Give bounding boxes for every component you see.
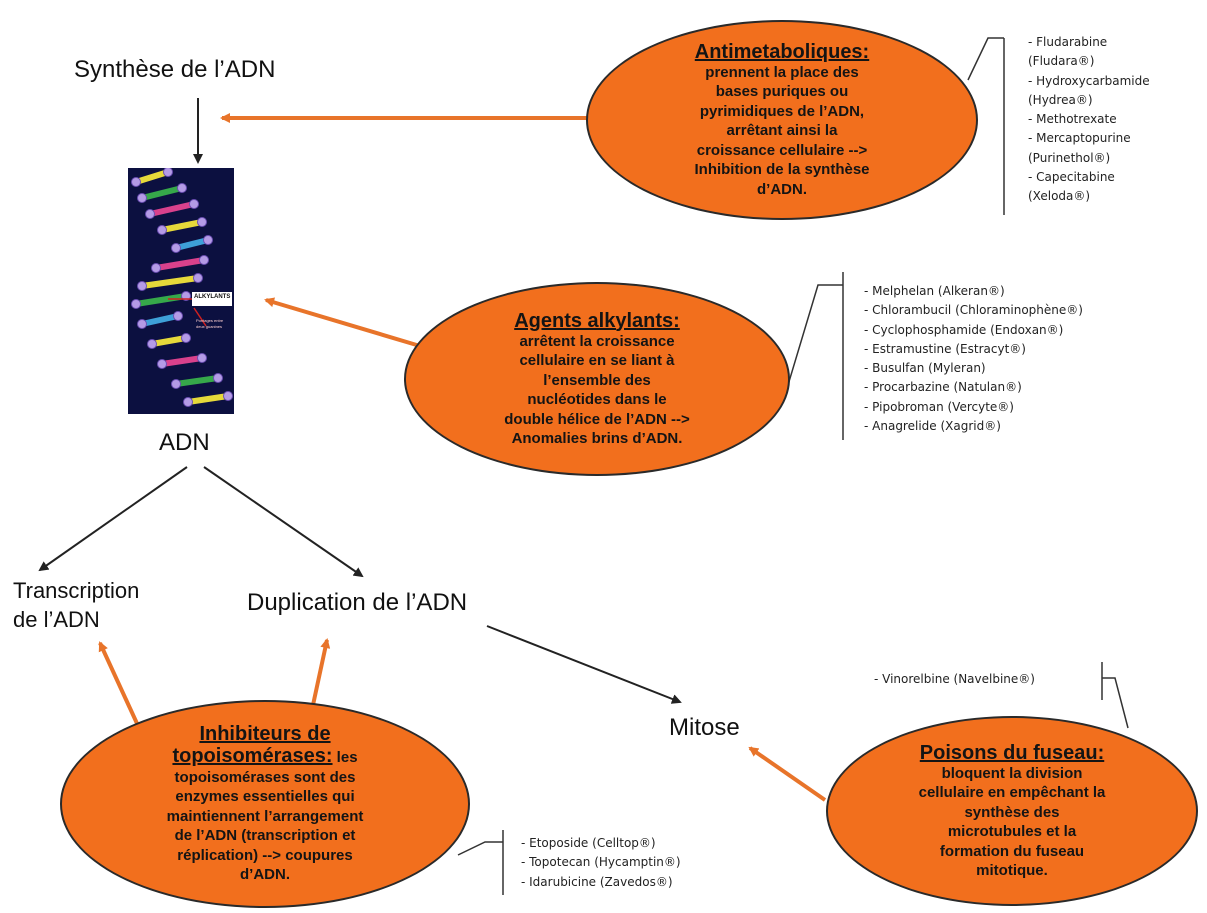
arrow-topo-to-duplication — [311, 638, 331, 706]
topoisomerases-line: de l’ADN (transcription et — [174, 827, 356, 845]
drug-item: - Chlorambucil (Chloraminophène®) — [864, 303, 1083, 318]
topoisomerases-title2: topoisomérases: — [172, 745, 333, 768]
drug-item: - Melphelan (Alkeran®) — [864, 284, 1005, 298]
fuseau-line: bloquent la division — [941, 764, 1083, 782]
drug-item: (Hydrea®) — [1028, 92, 1093, 107]
drug-item: (Purinethol®) — [1028, 150, 1111, 165]
fuseau-drug-list: - Vinorelbine (Navelbine®) — [874, 670, 1035, 689]
drug-item: - Hydroxycarbamide — [1028, 73, 1150, 88]
antimetaboliques-line: d’ADN. — [757, 180, 807, 198]
antimetaboliques-drug-list: - Fludarabine (Fludara®) - Hydroxycarbam… — [1028, 33, 1150, 207]
fuseau-line: synthèse des — [964, 803, 1060, 821]
topoisomerases-line: topoisomérases sont des — [174, 768, 356, 786]
arrow-topo-to-transcription — [98, 641, 142, 731]
arrow-fuseau-to-mitose — [748, 746, 827, 802]
antimetaboliques-line: Inhibition de la synthèse — [694, 161, 870, 179]
drug-item: - Busulfan (Myleran) — [864, 361, 986, 376]
topoisomerases-drug-list: - Etoposide (Celltop®) - Topotecan (Hyca… — [521, 834, 681, 892]
duplication-label: Duplication de l’ADN — [247, 589, 468, 616]
drug-item: - Etoposide (Celltop®) — [521, 836, 656, 850]
topoisomerases-title-row: topoisomérases: les — [172, 745, 357, 768]
antimetaboliques-line: arrêtant ainsi la — [726, 122, 838, 140]
fuseau-ellipse: Poisons du fuseau: bloquent la division … — [826, 716, 1198, 906]
drug-item: - Topotecan (Hycamptin®) — [521, 855, 681, 870]
antimetaboliques-line: bases puriques ou — [715, 83, 849, 101]
topoisomerases-title2-suffix: les — [332, 749, 358, 767]
drug-item: (Fludara®) — [1028, 54, 1095, 69]
fuseau-line: mitotique. — [976, 862, 1048, 879]
drug-item: (Xeloda®) — [1028, 189, 1091, 204]
topoisomerases-ellipse: Inhibiteurs de topoisomérases: les topoi… — [60, 700, 470, 908]
antimetaboliques-line: croissance cellulaire --> — [696, 141, 868, 159]
fuseau-line: cellulaire en empêchant la — [918, 784, 1106, 801]
dna-helix-picture — [128, 168, 234, 414]
dna-caption: Pontages entre deux guanines — [196, 318, 224, 329]
topoisomerases-title: Inhibiteurs de — [199, 723, 331, 746]
topoisomerases-line: enzymes essentielles qui — [175, 788, 355, 806]
arrow-adn-to-transcription — [38, 466, 188, 572]
transcription-label: Transcription de l’ADN — [13, 576, 139, 634]
drug-item: - Fludarabine — [1028, 35, 1108, 49]
dna-image: ALKYLANTS Pontages entre deux guanines — [128, 168, 234, 414]
alkylants-line: nucléotides dans le — [527, 391, 667, 408]
alkylants-line: l’ensemble des — [543, 371, 651, 389]
alkylants-line: double hélice de l’ADN --> — [504, 410, 690, 428]
bracket-fuseau — [1101, 662, 1129, 729]
alkylants-ellipse: Agents alkylants: arrêtent la croissance… — [404, 282, 790, 476]
alkylants-line: arrêtent la croissance — [519, 332, 675, 350]
transcription-line1: Transcription — [13, 578, 140, 603]
drug-item: - Pipobroman (Vercyte®) — [864, 399, 1014, 414]
drug-item: - Idarubicine (Zavedos®) — [521, 874, 673, 889]
fuseau-line: formation du fuseau — [939, 842, 1085, 860]
drug-item: - Vinorelbine (Navelbine®) — [874, 672, 1035, 686]
fuseau-title: Poisons du fuseau: — [919, 741, 1105, 764]
fuseau-line: microtubules et la — [947, 823, 1077, 840]
bracket-alkylants — [787, 272, 844, 440]
alkylants-title: Agents alkylants: — [514, 309, 680, 332]
antimetaboliques-line: pyrimidiques de l’ADN, — [699, 102, 865, 120]
antimetaboliques-line: prennent la place des — [705, 63, 859, 81]
alkylants-line: cellulaire en se liant à — [519, 352, 675, 369]
drug-item: - Capecitabine — [1028, 170, 1115, 185]
antimetaboliques-ellipse: Antimetaboliques: prennent la place des … — [586, 20, 978, 220]
drug-item: - Estramustine (Estracyt®) — [864, 341, 1026, 356]
drug-item: - Mercaptopurine — [1028, 131, 1131, 146]
adn-label: ADN — [159, 429, 210, 456]
dna-tag-label: ALKYLANTS — [194, 294, 231, 300]
drug-item: - Procarbazine (Natulan®) — [864, 380, 1022, 395]
alkylants-drug-list: - Melphelan (Alkeran®) - Chlorambucil (C… — [864, 282, 1083, 436]
arrow-adn-to-duplication — [203, 466, 364, 578]
transcription-line2: de l’ADN — [13, 607, 100, 632]
bracket-antimetab — [967, 37, 1005, 215]
arrow-alkylants-to-adn — [264, 297, 421, 348]
antimetaboliques-title: Antimetaboliques: — [694, 40, 870, 63]
drug-item: - Cyclophosphamide (Endoxan®) — [864, 322, 1064, 337]
bracket-topo — [457, 830, 504, 895]
topoisomerases-line: d’ADN. — [240, 866, 290, 884]
synthese-adn-label: Synthèse de l’ADN — [74, 56, 276, 83]
topoisomerases-line: maintiennent l’arrangement — [166, 807, 364, 825]
drug-item: - Methotrexate — [1028, 112, 1117, 127]
drug-item: - Anagrelide (Xagrid®) — [864, 419, 1001, 434]
topoisomerases-line: réplication) --> coupures — [177, 846, 353, 864]
arrow-duplication-to-mitose — [486, 625, 682, 704]
alkylants-line: Anomalies brins d’ADN. — [511, 430, 683, 447]
mitose-label: Mitose — [669, 714, 740, 741]
